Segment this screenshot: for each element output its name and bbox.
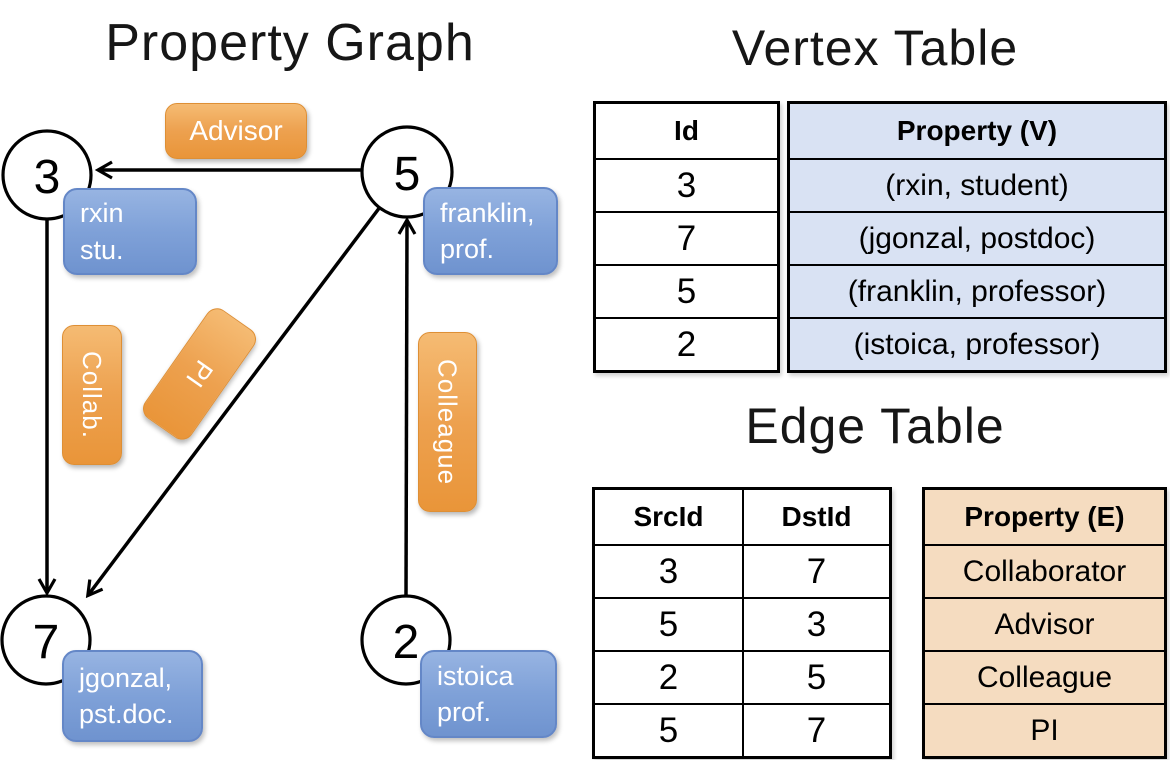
edge-label-advisor-text: Advisor <box>189 115 283 146</box>
table-cell: Colleague <box>925 650 1164 703</box>
vertex-property-box-5-line2: prof. <box>440 234 495 264</box>
table-cell: Collaborator <box>925 544 1164 597</box>
vertex-property-box-3: rxin stu. <box>63 188 197 275</box>
vertex-table-property-header: Property (V) <box>896 115 1058 146</box>
table-cell: (istoica, professor) <box>790 317 1164 370</box>
vertex-property-box-5: franklin, prof. <box>423 187 558 275</box>
table-cell: 7 <box>596 211 777 264</box>
table-cell: 5 <box>595 597 742 650</box>
vertex-id-2: 2 <box>392 616 420 669</box>
edge-src-dst-table: SrcId DstId 3 7 5 3 2 5 5 7 <box>592 487 892 759</box>
table-cell: 5 <box>596 264 777 317</box>
edge-label-colleague-text: Colleague <box>432 358 463 486</box>
table-cell: 3 <box>742 597 889 650</box>
edge-label-pi-text: PI <box>179 354 220 394</box>
table-cell: Advisor <box>925 597 1164 650</box>
edge-colleague-line <box>406 222 407 597</box>
table-cell: 2 <box>596 317 777 370</box>
edge-label-collab-text: Collab. <box>77 351 107 439</box>
table-cell: (rxin, student) <box>790 158 1164 211</box>
vertex-id-table: Id 3 7 5 2 <box>593 101 780 373</box>
vertex-property-box-5-line1: franklin, <box>440 197 535 228</box>
table-cell: 3 <box>596 158 777 211</box>
vertex-property-table: Property (V) (rxin, student) (jgonzal, p… <box>787 101 1167 373</box>
table-cell: 7 <box>742 544 889 597</box>
edge-table-src-header: SrcId <box>633 501 704 532</box>
edge-table-property-header: Property (E) <box>964 501 1125 532</box>
edge-table-dst-header: DstId <box>742 490 889 544</box>
table-cell: 5 <box>742 650 889 703</box>
table-cell: 3 <box>595 544 742 597</box>
property-graph-title: Property Graph <box>105 14 475 72</box>
vertex-property-box-7-line2: pst.doc. <box>79 699 174 729</box>
vertex-id-3: 3 <box>33 151 61 204</box>
table-cell: 5 <box>595 703 742 756</box>
table-cell: (franklin, professor) <box>790 264 1164 317</box>
vertex-property-box-2: istoica prof. <box>420 650 557 738</box>
edge-property-table: Property (E) Collaborator Advisor Collea… <box>922 487 1167 759</box>
vertex-table-id-header: Id <box>674 115 699 146</box>
table-cell: PI <box>925 703 1164 756</box>
edge-label-advisor: Advisor <box>165 103 307 159</box>
edge-pi-line <box>89 205 382 594</box>
vertex-property-box-2-line2: prof. <box>437 697 492 727</box>
edge-label-colleague: Colleague <box>418 332 477 512</box>
vertex-id-7: 7 <box>32 616 60 669</box>
vertex-table-title: Vertex Table <box>731 20 1019 76</box>
vertex-property-box-3-line1: rxin <box>80 198 124 229</box>
vertex-property-box-2-line1: istoica <box>437 660 514 691</box>
vertex-id-5: 5 <box>393 148 421 201</box>
edge-label-collab: Collab. <box>62 325 122 465</box>
table-cell: (jgonzal, postdoc) <box>790 211 1164 264</box>
edge-table-title: Edge Table <box>745 398 1005 454</box>
table-cell: 7 <box>742 703 889 756</box>
table-cell: 2 <box>595 650 742 703</box>
vertex-property-box-7-line1: jgonzal, <box>79 662 173 693</box>
vertex-property-box-7: jgonzal, pst.doc. <box>62 650 203 742</box>
vertex-property-box-3-line2: stu. <box>80 234 124 265</box>
